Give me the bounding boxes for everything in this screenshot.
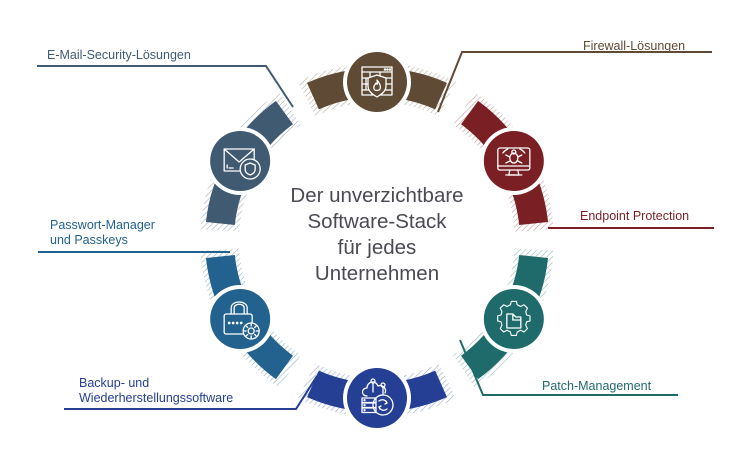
cloud-server-sync-icon	[343, 364, 411, 432]
label-endpoint: Endpoint Protection	[580, 209, 689, 224]
label-backup-text-2: Wiederherstellungssoftware	[79, 391, 234, 405]
center-title-line-3: für jedes	[337, 236, 417, 259]
mail-shield-icon	[206, 127, 275, 195]
label-endpoint-text: Endpoint Protection	[580, 209, 690, 223]
leader-line-firewall	[437, 51, 712, 113]
label-email-text: E-Mail-Security-Lösungen	[47, 48, 191, 62]
label-email: E-Mail-Security-Lösungen	[47, 48, 191, 63]
center-title-line-4: Unternehmen	[314, 262, 440, 285]
leader-line-backup	[64, 375, 318, 410]
gear-document-icon	[479, 285, 548, 353]
label-backup: Backup- und Wiederherstellungssoftware	[79, 376, 233, 406]
icon-circles	[206, 48, 548, 432]
label-firewall-text: Firewall-Lösungen	[583, 39, 686, 53]
bug-monitor-icon	[479, 127, 548, 195]
center-title: Der unverzichtbare Software-Stack für je…	[252, 183, 502, 287]
leader-line-email	[37, 65, 294, 108]
center-title-line-2: Software-Stack	[307, 210, 447, 233]
center-title-line-1: Der unverzichtbare	[290, 184, 464, 207]
label-firewall: Firewall-Lösungen	[583, 39, 685, 54]
label-passwort: Passwort-Manager und Passkeys	[50, 218, 155, 248]
label-patch: Patch-Management	[542, 379, 651, 394]
label-backup-text-1: Backup- und	[79, 376, 150, 390]
label-passwort-text-2: und Passkeys	[50, 233, 128, 247]
label-patch-text: Patch-Management	[542, 379, 652, 393]
padlock-gear-icon	[206, 285, 275, 353]
leader-line-patch	[459, 339, 678, 396]
firewall-icon	[343, 48, 411, 116]
leader-lines	[37, 51, 714, 410]
label-passwort-text-1: Passwort-Manager	[50, 218, 155, 232]
